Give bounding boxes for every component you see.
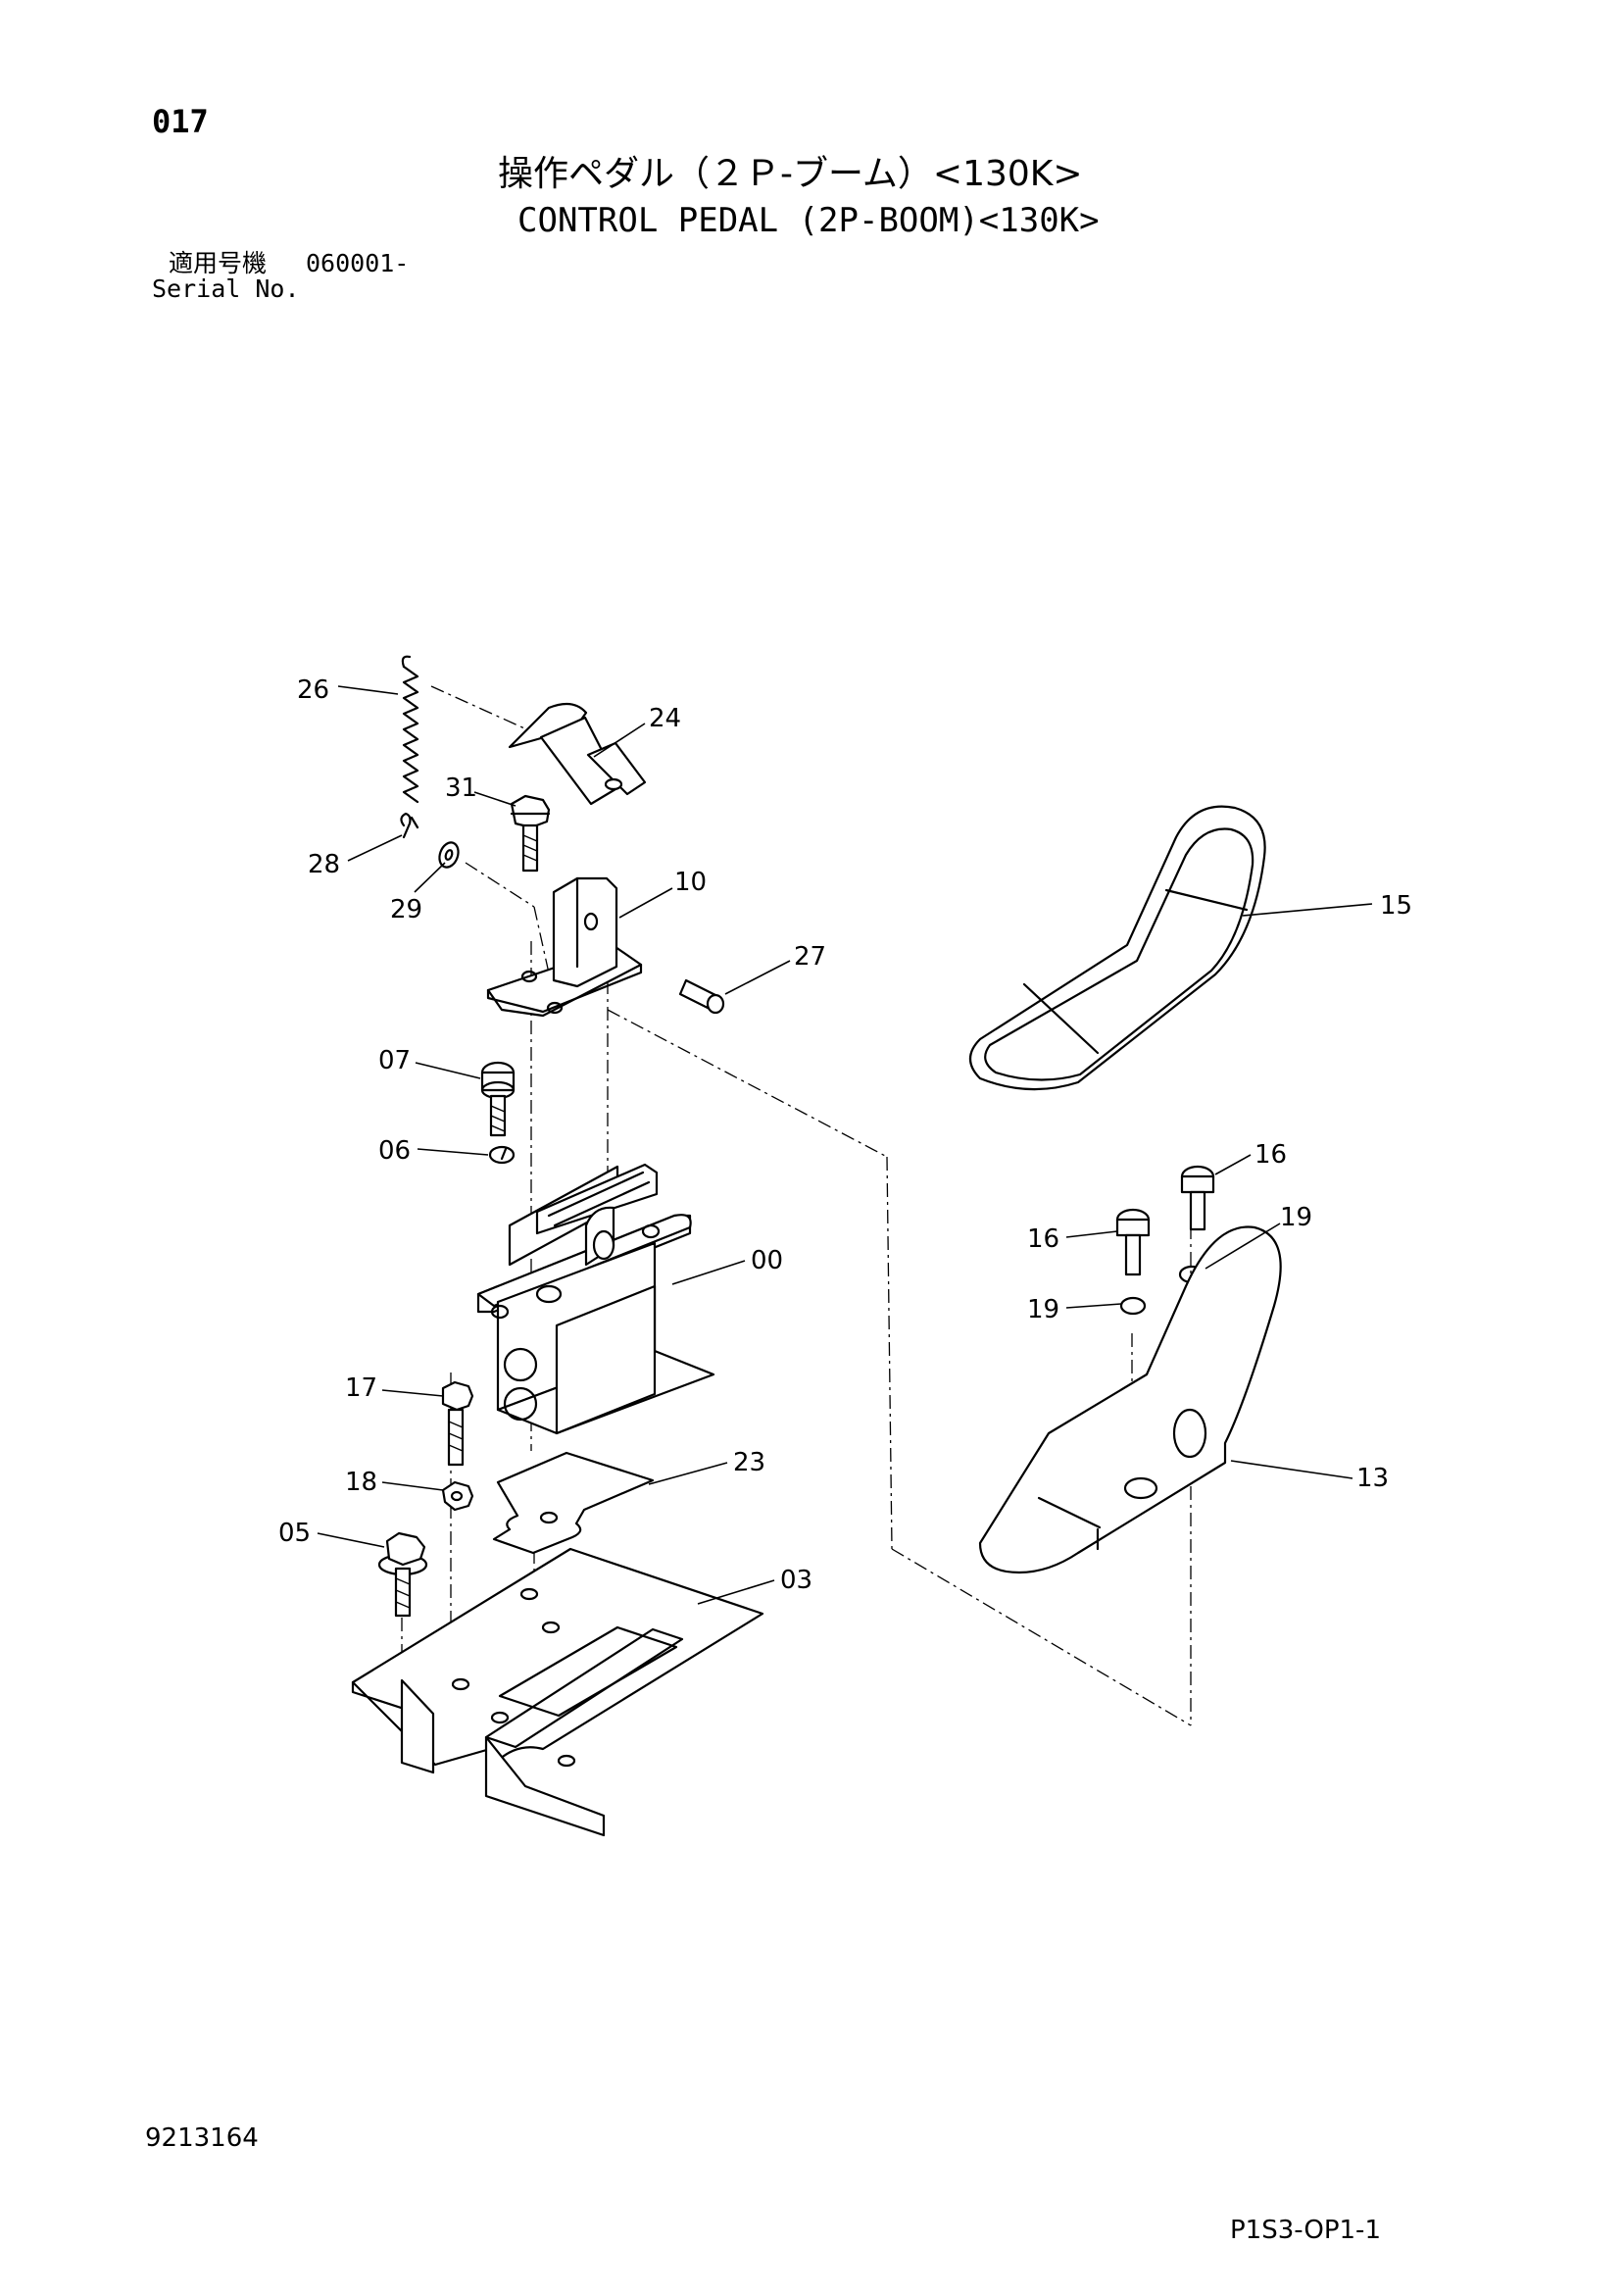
arm-part-13 xyxy=(978,1225,1282,1574)
drawing-number: 9213164 xyxy=(145,2123,259,2153)
plate-part-03 xyxy=(351,1547,764,1837)
serial-label-english: Serial No. xyxy=(152,275,300,303)
callout-10: 10 xyxy=(674,868,707,897)
callout-23: 23 xyxy=(733,1448,765,1477)
gasket-part-23 xyxy=(492,1451,655,1555)
callout-06: 06 xyxy=(378,1136,411,1166)
callout-18: 18 xyxy=(345,1468,377,1497)
callout-labels: 26 24 31 28 29 10 27 15 07 06 16 16 19 1… xyxy=(278,675,1412,1595)
bolt-part-31 xyxy=(510,794,551,873)
callout-19-upper: 19 xyxy=(1280,1203,1312,1232)
lever-part-24 xyxy=(508,702,647,806)
callout-28: 28 xyxy=(308,850,340,879)
bolt-part-17 xyxy=(441,1380,474,1467)
callout-24: 24 xyxy=(649,704,681,733)
callout-16-upper: 16 xyxy=(1254,1140,1287,1170)
callout-29: 29 xyxy=(390,895,422,924)
spring-part-26 xyxy=(401,655,419,804)
callout-19-lower: 19 xyxy=(1027,1295,1059,1324)
callout-17: 17 xyxy=(345,1373,377,1403)
bolt-part-05 xyxy=(377,1531,428,1618)
bolt-part-07 xyxy=(480,1061,516,1137)
callout-31: 31 xyxy=(445,774,477,803)
pad-part-15 xyxy=(968,805,1266,1091)
bracket-part-10 xyxy=(486,876,643,1018)
page-code: P1S3-OP1-1 xyxy=(1230,2216,1381,2245)
serial-label-japanese: 適用号機 xyxy=(169,249,268,277)
callout-13: 13 xyxy=(1356,1464,1389,1493)
callout-26: 26 xyxy=(297,675,329,705)
clip-part-28 xyxy=(400,812,419,839)
page-number: 017 xyxy=(152,103,209,140)
serial-value: 060001- xyxy=(306,249,410,277)
callout-03: 03 xyxy=(780,1566,812,1595)
nut-part-18 xyxy=(441,1480,474,1512)
callout-07: 07 xyxy=(378,1046,411,1075)
bolt-part-16-a xyxy=(1180,1165,1215,1231)
callout-15: 15 xyxy=(1380,891,1412,921)
leader-lines xyxy=(317,685,1373,1605)
washer-part-29 xyxy=(438,841,460,869)
pin-part-27 xyxy=(678,978,725,1015)
callout-05: 05 xyxy=(278,1519,311,1548)
callout-27: 27 xyxy=(794,942,826,972)
callout-16-lower: 16 xyxy=(1027,1224,1059,1254)
page-title-japanese: 操作ペダル（２Ｐ-ブーム）<130K> xyxy=(498,154,1083,194)
washer-part-19-b xyxy=(1119,1296,1147,1316)
page-title-english: CONTROL PEDAL (2P-BOOM)<130K> xyxy=(517,201,1100,240)
valve-part-00 xyxy=(476,1163,715,1435)
washer-part-06 xyxy=(488,1145,516,1165)
bolt-part-16-b xyxy=(1115,1208,1151,1276)
callout-00: 00 xyxy=(751,1246,783,1275)
